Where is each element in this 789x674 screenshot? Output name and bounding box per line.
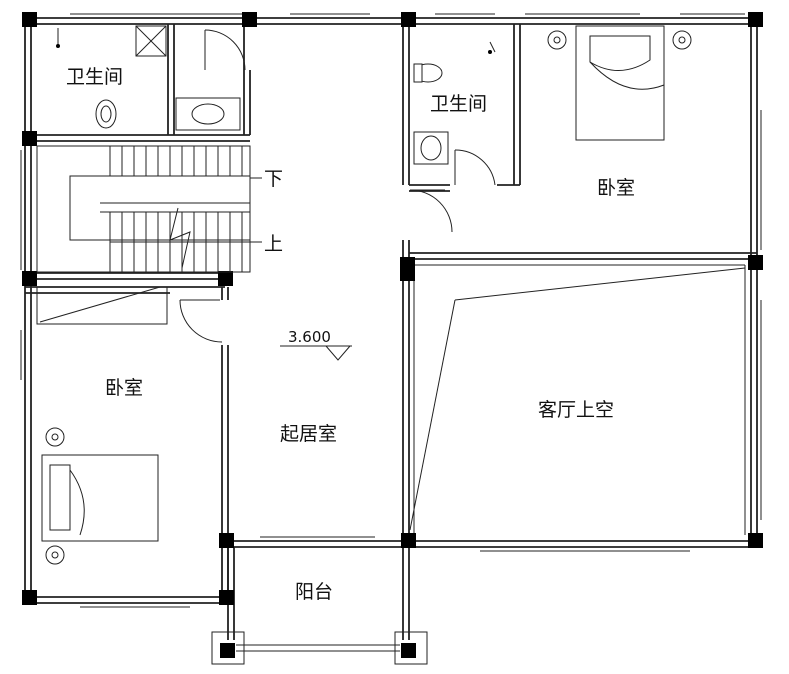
room-label-living-room: 起居室 <box>280 423 337 445</box>
room-labels: 卫生间 卫生间 卧室 卧室 起居室 客厅上空 阳台 下 上 <box>66 66 635 603</box>
doors <box>179 29 496 343</box>
elevation-marker: 3.600 <box>280 328 352 361</box>
sink-icon <box>413 131 449 165</box>
sink-icon <box>175 97 241 131</box>
stair-label-up: 上 <box>264 233 283 255</box>
room-label-bathroom-left: 卫生间 <box>66 66 123 88</box>
room-label-bedroom-left: 卧室 <box>105 377 143 399</box>
stair-label-down: 下 <box>264 168 283 190</box>
staircase <box>36 145 262 273</box>
structural-columns <box>22 12 763 658</box>
bed-right <box>547 25 692 141</box>
room-label-void: 客厅上空 <box>538 399 614 421</box>
room-label-balcony: 阳台 <box>295 581 333 603</box>
bathroom-fixtures <box>56 25 496 165</box>
room-label-bathroom-right: 卫生间 <box>430 93 487 115</box>
void-lines <box>36 267 746 531</box>
bed-left <box>41 427 159 565</box>
toilet-icon <box>95 99 117 129</box>
room-label-bedroom-right: 卧室 <box>597 177 635 199</box>
interior-walls <box>25 24 757 665</box>
elevation-label: 3.600 <box>288 328 331 346</box>
exterior-walls <box>20 13 762 608</box>
